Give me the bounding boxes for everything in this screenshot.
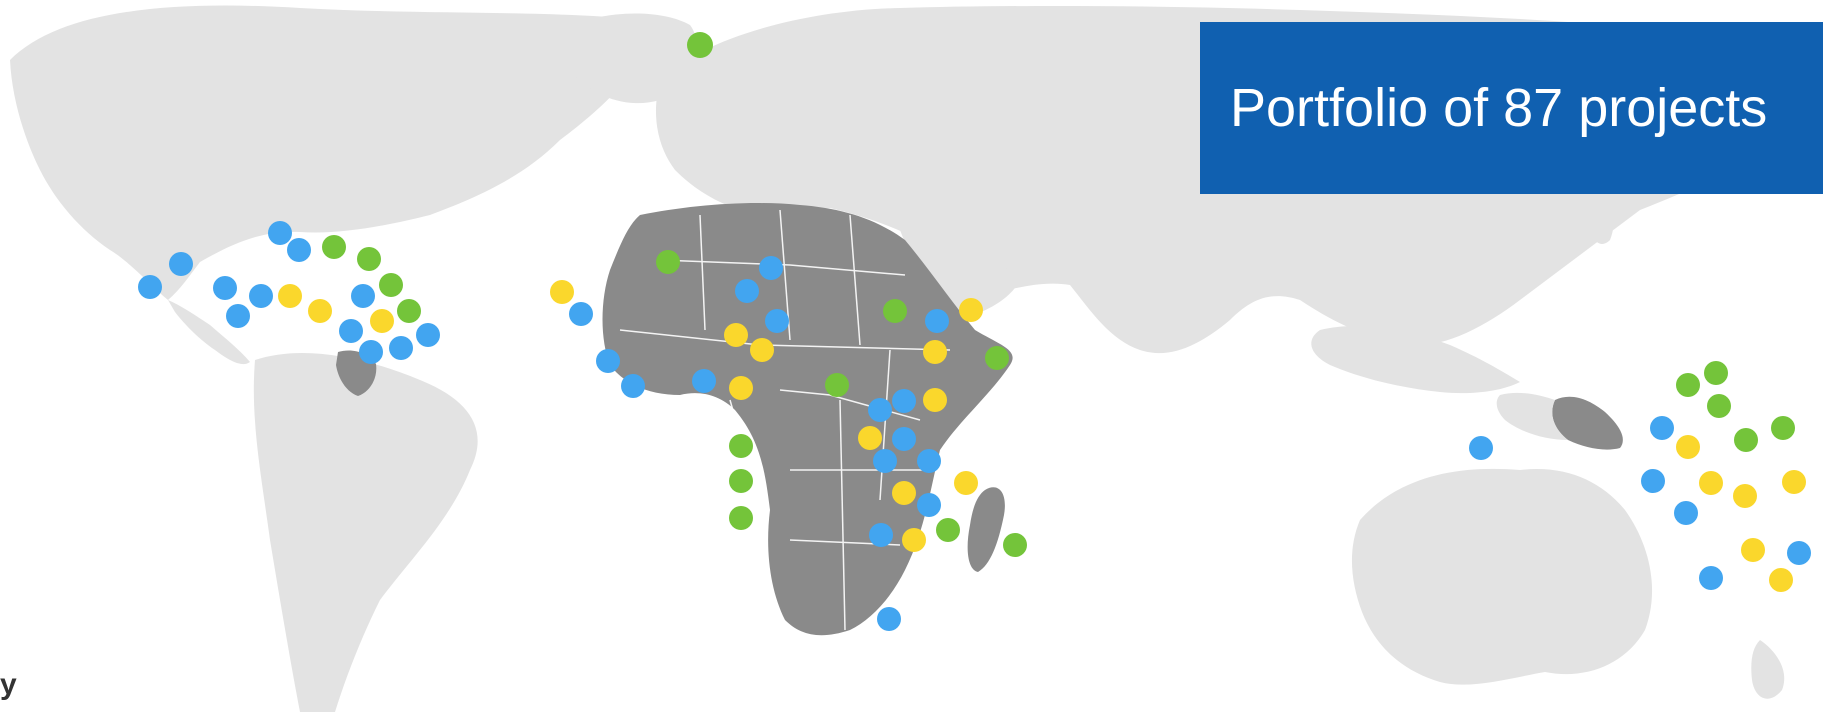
project-marker[interactable] xyxy=(322,235,346,259)
project-marker[interactable] xyxy=(869,523,893,547)
project-marker[interactable] xyxy=(750,338,774,362)
project-marker[interactable] xyxy=(1782,470,1806,494)
land-africa xyxy=(602,203,1013,636)
project-marker[interactable] xyxy=(1003,533,1027,557)
corner-text: y xyxy=(0,668,17,701)
project-marker[interactable] xyxy=(1771,416,1795,440)
project-marker[interactable] xyxy=(416,323,440,347)
land-central-america xyxy=(168,300,250,365)
project-markers xyxy=(138,32,1811,631)
project-marker[interactable] xyxy=(389,336,413,360)
project-marker[interactable] xyxy=(213,276,237,300)
project-marker[interactable] xyxy=(923,340,947,364)
project-marker[interactable] xyxy=(729,434,753,458)
land-new-guinea-west xyxy=(1496,392,1568,440)
land-papua-new-guinea xyxy=(1552,396,1623,450)
land-indonesia xyxy=(1311,325,1520,394)
project-marker[interactable] xyxy=(1699,566,1723,590)
project-marker[interactable] xyxy=(249,284,273,308)
project-marker[interactable] xyxy=(877,607,901,631)
project-marker[interactable] xyxy=(735,279,759,303)
project-marker[interactable] xyxy=(883,299,907,323)
project-marker[interactable] xyxy=(308,299,332,323)
project-marker[interactable] xyxy=(1469,436,1493,460)
project-marker[interactable] xyxy=(724,323,748,347)
project-marker[interactable] xyxy=(729,506,753,530)
portfolio-title: Portfolio of 87 projects xyxy=(1230,78,1768,138)
project-marker[interactable] xyxy=(917,449,941,473)
project-marker[interactable] xyxy=(959,298,983,322)
land-new-zealand xyxy=(1751,640,1785,699)
project-marker[interactable] xyxy=(925,309,949,333)
project-marker[interactable] xyxy=(1650,416,1674,440)
project-marker[interactable] xyxy=(1674,501,1698,525)
land-north-america xyxy=(10,5,644,300)
project-marker[interactable] xyxy=(729,469,753,493)
project-marker[interactable] xyxy=(936,518,960,542)
project-marker[interactable] xyxy=(954,471,978,495)
project-marker[interactable] xyxy=(1787,541,1811,565)
project-marker[interactable] xyxy=(825,373,849,397)
project-marker[interactable] xyxy=(268,221,292,245)
project-marker[interactable] xyxy=(729,376,753,400)
project-marker[interactable] xyxy=(1733,484,1757,508)
project-marker[interactable] xyxy=(339,319,363,343)
project-marker[interactable] xyxy=(917,493,941,517)
land-madagascar xyxy=(967,487,1005,572)
project-marker[interactable] xyxy=(1676,435,1700,459)
project-marker[interactable] xyxy=(873,449,897,473)
project-marker[interactable] xyxy=(550,280,574,304)
project-marker[interactable] xyxy=(1699,471,1723,495)
project-marker[interactable] xyxy=(569,302,593,326)
project-marker[interactable] xyxy=(621,374,645,398)
project-marker[interactable] xyxy=(138,275,162,299)
project-marker[interactable] xyxy=(351,284,375,308)
project-marker[interactable] xyxy=(1769,568,1793,592)
project-marker[interactable] xyxy=(923,388,947,412)
project-marker[interactable] xyxy=(169,252,193,276)
project-marker[interactable] xyxy=(287,238,311,262)
project-marker[interactable] xyxy=(397,299,421,323)
project-marker[interactable] xyxy=(1741,538,1765,562)
project-marker[interactable] xyxy=(892,389,916,413)
project-marker[interactable] xyxy=(1707,394,1731,418)
project-marker[interactable] xyxy=(596,349,620,373)
project-marker[interactable] xyxy=(692,369,716,393)
land-south-america xyxy=(253,352,478,712)
portfolio-banner: Portfolio of 87 projects xyxy=(1200,22,1823,194)
land-arabia xyxy=(900,230,1020,320)
country-borders xyxy=(619,209,951,631)
project-marker[interactable] xyxy=(858,426,882,450)
project-marker[interactable] xyxy=(1641,469,1665,493)
project-marker[interactable] xyxy=(359,340,383,364)
project-marker[interactable] xyxy=(902,528,926,552)
land-japan xyxy=(1590,190,1614,244)
project-marker[interactable] xyxy=(278,284,302,308)
project-marker[interactable] xyxy=(370,309,394,333)
land-australia xyxy=(1351,468,1653,685)
project-marker[interactable] xyxy=(379,273,403,297)
project-marker[interactable] xyxy=(1676,373,1700,397)
project-marker[interactable] xyxy=(1734,428,1758,452)
project-marker[interactable] xyxy=(687,32,713,58)
project-marker[interactable] xyxy=(1704,361,1728,385)
project-marker[interactable] xyxy=(868,398,892,422)
project-marker[interactable] xyxy=(985,346,1009,370)
project-marker[interactable] xyxy=(226,304,250,328)
project-marker[interactable] xyxy=(765,309,789,333)
project-marker[interactable] xyxy=(759,256,783,280)
project-marker[interactable] xyxy=(892,427,916,451)
project-marker[interactable] xyxy=(656,250,680,274)
project-marker[interactable] xyxy=(357,247,381,271)
project-marker[interactable] xyxy=(892,481,916,505)
